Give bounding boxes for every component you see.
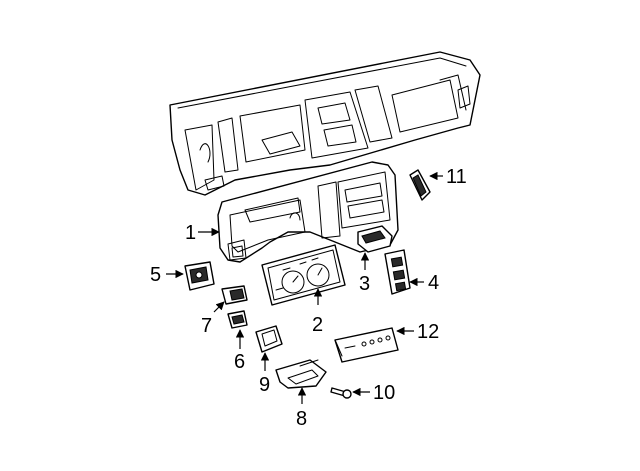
callout-12: 12	[417, 321, 439, 343]
callout-1: 1	[185, 222, 196, 244]
callout-4: 4	[428, 272, 439, 294]
part-2-instrument-cluster	[261, 244, 346, 306]
leader-lines	[166, 171, 443, 404]
part-7-switch	[221, 285, 248, 305]
part-1-cluster-bezel	[217, 161, 399, 263]
callout-9: 9	[259, 374, 270, 396]
dashboard-assembly	[169, 51, 481, 196]
callout-10: 10	[373, 382, 395, 404]
part-3-switch	[357, 225, 393, 253]
part-9-bezel	[255, 325, 283, 353]
callout-6: 6	[234, 351, 245, 373]
callout-3: 3	[359, 273, 370, 295]
part-11-vent	[409, 169, 431, 201]
callout-5: 5	[150, 264, 161, 286]
part-4-switch-panel	[384, 249, 411, 295]
callout-11: 11	[446, 166, 467, 188]
part-10-screw	[330, 387, 352, 399]
callout-8: 8	[296, 408, 307, 430]
callout-7: 7	[201, 315, 212, 337]
part-12-control-module	[334, 327, 399, 363]
part-8-bracket	[275, 359, 327, 389]
part-5-headlamp-switch	[184, 261, 215, 291]
callout-2: 2	[312, 314, 323, 336]
part-6-knob	[227, 310, 248, 329]
